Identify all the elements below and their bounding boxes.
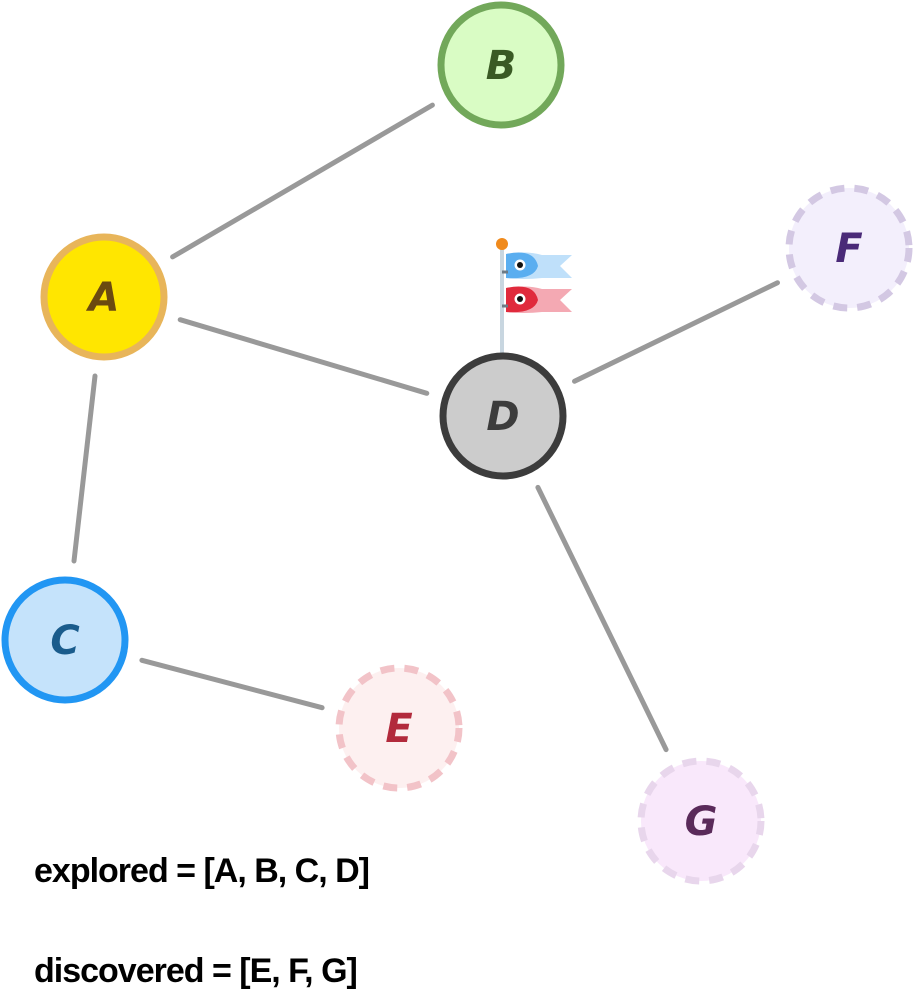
edges — [71, 102, 780, 753]
edge-c-e — [139, 657, 325, 711]
node-f-label: F — [835, 226, 862, 272]
node-e: E — [335, 664, 463, 792]
blue-carp-streamer — [502, 252, 572, 279]
carp-streamer-flag-icon — [496, 238, 572, 353]
node-a: A — [40, 233, 168, 361]
node-c: C — [1, 576, 129, 704]
node-d: D — [439, 352, 567, 480]
node-g: G — [637, 757, 765, 885]
edge-a-c — [71, 373, 98, 564]
node-e-label: E — [385, 706, 412, 752]
node-a-circle — [40, 233, 168, 361]
edge-d-g — [535, 484, 669, 753]
node-g-label: G — [685, 799, 718, 845]
flag-pole-tip — [496, 238, 508, 250]
node-c-label: C — [50, 618, 79, 664]
node-b: B — [437, 1, 565, 129]
edge-a-d — [177, 317, 430, 396]
red-carp-streamer — [502, 286, 572, 313]
node-f-circle — [785, 184, 913, 312]
node-c-circle — [1, 576, 129, 704]
node-b-label: B — [486, 43, 517, 89]
edge-a-b — [170, 102, 435, 260]
nodes: A B C D E F G — [1, 1, 913, 885]
node-f: F — [785, 184, 913, 312]
node-d-circle — [439, 352, 567, 480]
node-a-label: A — [86, 275, 120, 321]
node-d-label: D — [486, 394, 519, 440]
discovered-caption: discovered = [E, F, G] — [34, 952, 358, 990]
node-g-circle — [637, 757, 765, 885]
node-b-circle — [437, 1, 565, 129]
edge-d-f — [572, 280, 780, 384]
explored-caption: explored = [A, B, C, D] — [34, 852, 370, 890]
node-e-circle — [335, 664, 463, 792]
